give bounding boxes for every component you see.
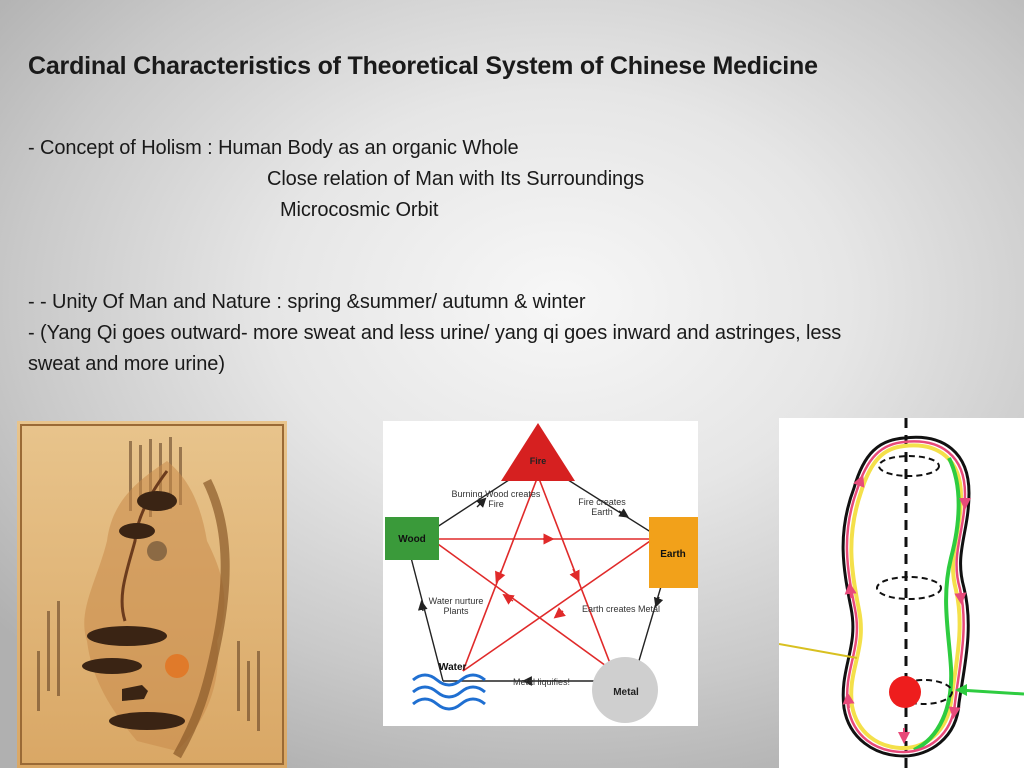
metal-liquifies-label: Metal liquifies!: [513, 677, 570, 687]
fire-label: Fire: [530, 456, 547, 466]
unity-line-2: - (Yang Qi goes outward- more sweat and …: [28, 322, 842, 344]
wood-label: Wood: [398, 534, 426, 545]
water-element: [412, 673, 486, 711]
green-channel: [913, 457, 961, 752]
orbit-arrows: [842, 474, 971, 744]
fire-creates-label: Fire creates Earth: [578, 497, 626, 517]
pink-channel: [845, 440, 967, 754]
energy-centers: [876, 455, 953, 705]
dantian-dot: [889, 676, 921, 708]
water-nurture-label: Water nurture Plants: [428, 596, 484, 616]
earth-label: Earth: [660, 549, 686, 560]
controlling-cycle-star: [430, 475, 654, 672]
microcosmic-orbit-image: [779, 418, 1024, 768]
wood-element: [385, 517, 439, 560]
neijing-tu-scroll-image: [17, 421, 287, 768]
holism-line-1: - Concept of Holism : Human Body as an o…: [28, 137, 519, 159]
five-elements-diagram: Fire Wood Earth Metal Water Burning Wood…: [383, 421, 698, 726]
burning-wood-label: Burning Wood creates Fire: [451, 489, 541, 509]
unity-line-3: sweat and more urine): [28, 353, 225, 375]
earth-element: [649, 517, 698, 588]
fire-element: [501, 423, 575, 481]
water-label: Water: [439, 662, 467, 673]
holism-line-2: Close relation of Man with Its Surroundi…: [267, 168, 644, 190]
slide-title: Cardinal Characteristics of Theoretical …: [28, 52, 818, 80]
body-outline: [841, 435, 971, 758]
yellow-pointer-line: [779, 643, 858, 659]
earth-creates-label: Earth creates Metal: [581, 604, 661, 614]
green-arrow: [958, 688, 1024, 696]
unity-line-1: - - Unity Of Man and Nature : spring &su…: [28, 291, 586, 313]
metal-label: Metal: [613, 687, 639, 698]
holism-line-3: Microcosmic Orbit: [280, 199, 439, 221]
metal-element: [592, 657, 658, 723]
